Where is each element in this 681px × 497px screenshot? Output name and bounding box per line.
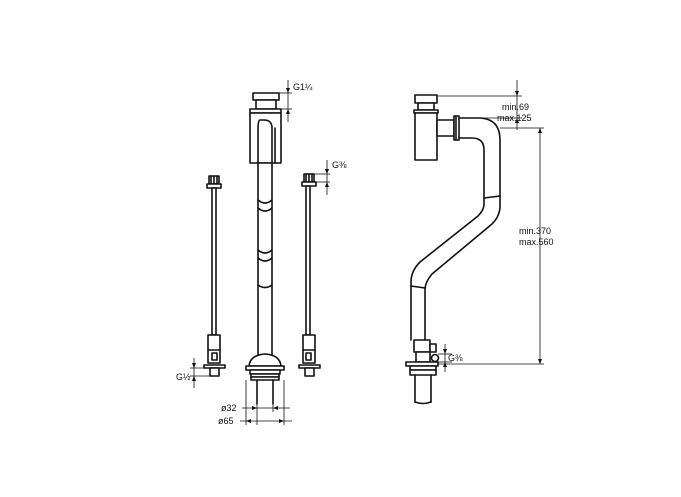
top-dimension-min-label: min.69 xyxy=(502,102,529,112)
height-dimension-min-label: min.370 xyxy=(519,226,551,236)
height-dimension-max-label: max.560 xyxy=(519,237,554,247)
left-supply-thread-dimension: G½ xyxy=(176,358,210,388)
right-supply-pipe xyxy=(298,173,321,377)
inner-diameter-label: ø32 xyxy=(221,403,237,413)
front-view: G1¼ G⅜ G½ xyxy=(176,80,347,426)
center-column xyxy=(245,92,285,405)
top-dimension-max-label: max.125 xyxy=(497,113,532,123)
left-supply-pipe xyxy=(203,175,226,377)
diameter-dimensions: ø32 ø65 xyxy=(218,380,292,426)
top-thread-dimension: G1¼ xyxy=(279,80,313,122)
right-supply-thread-label: G⅜ xyxy=(332,160,347,170)
top-thread-label: G1¼ xyxy=(293,82,313,92)
left-supply-thread-label: G½ xyxy=(176,372,191,382)
outer-diameter-label: ø65 xyxy=(218,416,234,426)
side-view: G⅜ min.69 max.125 min.370 max.560 xyxy=(405,80,554,405)
right-supply-thread-dimension: G⅜ xyxy=(314,160,347,195)
side-thread-label: G⅜ xyxy=(448,353,463,363)
